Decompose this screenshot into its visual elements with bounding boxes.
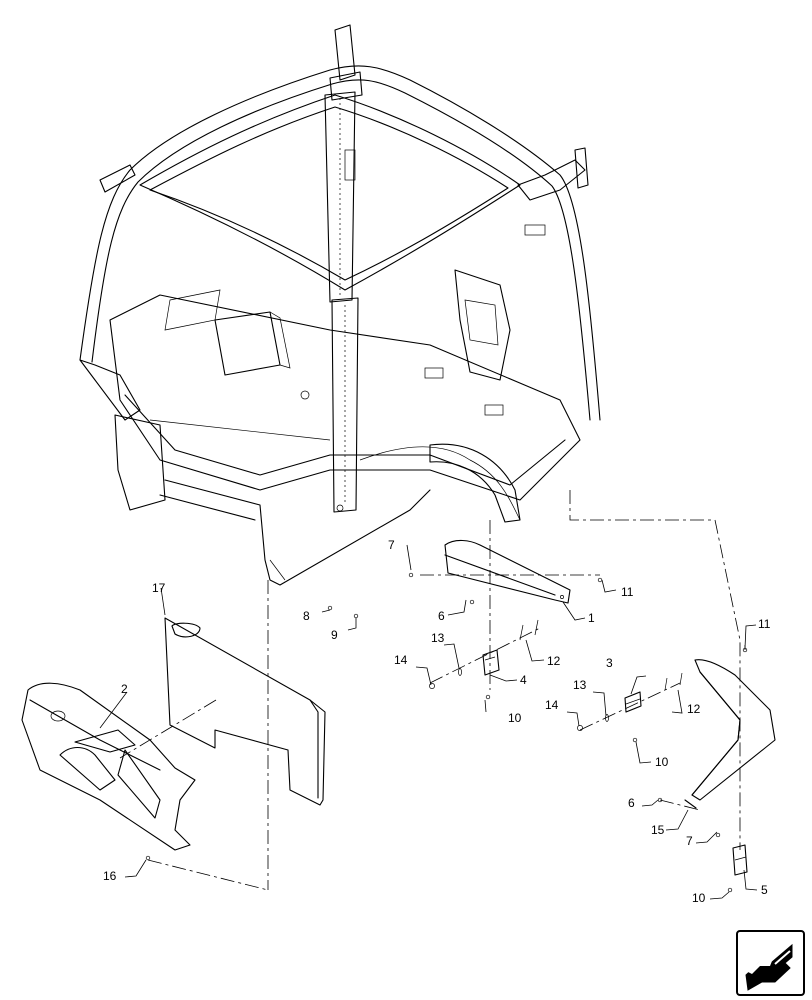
callout-7-upper: 7 [388,538,395,552]
callout-12-right: 12 [687,702,701,716]
leader-lines [99,544,758,900]
part-15-side-cover [684,659,776,809]
callout-13-right: 13 [573,678,587,692]
part-2-trim-panel [21,682,196,851]
callout-17: 17 [152,581,166,595]
callout-15: 15 [651,823,665,837]
callout-11-right: 11 [758,617,771,631]
part-4-bracket [482,649,500,676]
callout-5: 5 [761,883,768,897]
callout-8: 8 [303,609,310,623]
fasteners [145,572,748,893]
cab-frame [79,24,601,586]
part-17-rear-panel [164,617,326,806]
callout-6-upper: 6 [438,609,445,623]
callout-11-upper: 11 [621,585,634,599]
callout-14-left: 14 [394,653,408,667]
part-3-bracket [624,691,642,713]
callout-10-mid: 10 [655,755,669,769]
alignment-lines [119,490,746,891]
callout-2: 2 [121,682,128,696]
part-5-bracket [732,844,748,876]
callout-12-left: 12 [547,654,561,668]
callout-13-left: 13 [431,631,445,645]
callout-14-right: 14 [545,698,559,712]
callout-7-lower: 7 [686,834,693,848]
callout-10-lower: 10 [692,891,706,905]
callout-4: 4 [520,673,527,687]
callout-10-left: 10 [508,711,522,725]
callout-9: 9 [331,628,338,642]
part-1-upper-cover [444,539,571,604]
callout-labels: 17 2 7 6 1 11 8 9 13 14 12 4 10 3 13 14 … [103,538,771,905]
next-page-arrow-icon[interactable] [736,930,805,996]
callout-16: 16 [103,869,117,883]
callout-1: 1 [588,611,595,625]
callout-3: 3 [606,656,613,670]
callout-6-lower: 6 [628,796,635,810]
